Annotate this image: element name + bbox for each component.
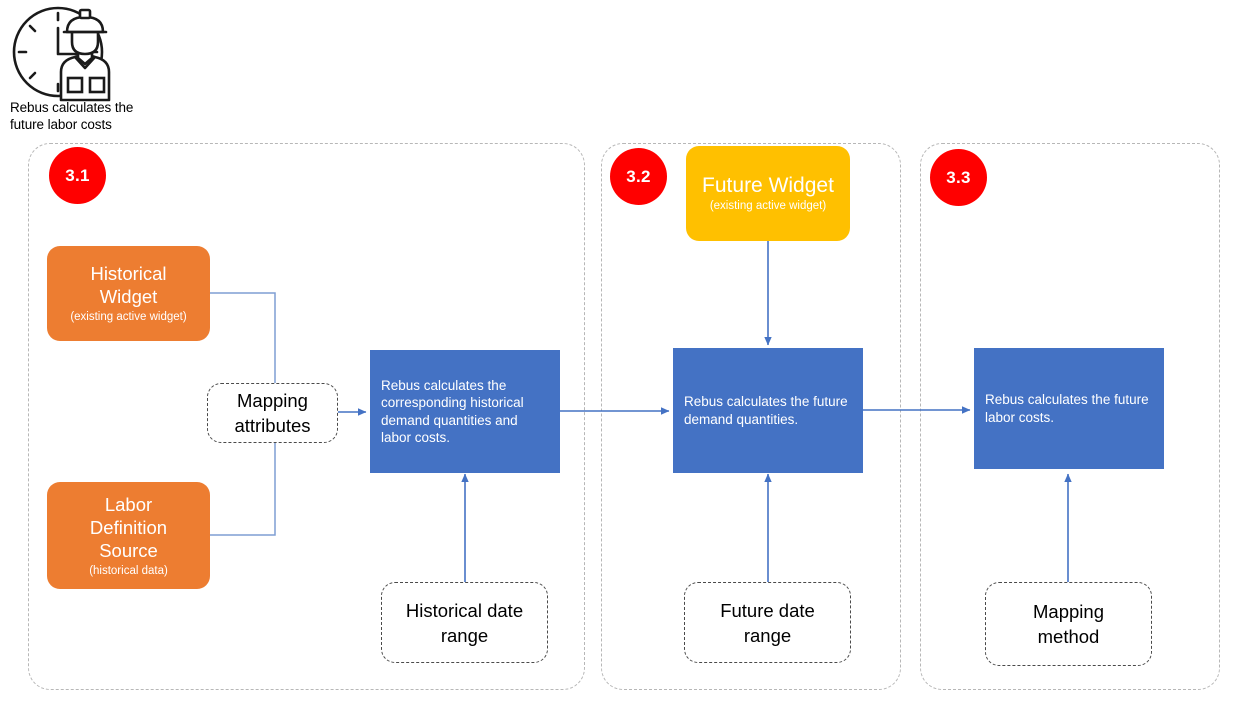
historical-widget-subtitle: (existing active widget) — [70, 311, 187, 323]
process-future-labor-text: Rebus calculates the future labor costs. — [985, 392, 1149, 425]
header-caption: Rebus calculates the future labor costs — [10, 99, 200, 133]
labor-definition-title-line2: Definition — [89, 516, 168, 538]
section-container-3-3 — [920, 143, 1220, 690]
process-historical-text: Rebus calculates the corresponding histo… — [381, 377, 524, 446]
process-future-demand-text: Rebus calculates the future demand quant… — [684, 394, 848, 427]
future-widget-title: Future Widget — [702, 173, 834, 197]
future-date-range-line1: Future date — [720, 599, 815, 621]
mapping-method-box[interactable]: Mapping method — [985, 582, 1152, 666]
process-future-labor-box[interactable]: Rebus calculates the future labor costs. — [974, 348, 1164, 469]
process-future-demand-box[interactable]: Rebus calculates the future demand quant… — [673, 348, 863, 473]
mapping-attributes-line1: Mapping — [237, 390, 308, 411]
mapping-attributes-box[interactable]: Mapping attributes — [207, 383, 338, 443]
historical-date-range-line1: Historical date — [405, 599, 524, 621]
historical-widget-title-line1: Historical — [90, 263, 167, 284]
future-widget-subtitle: (existing active widget) — [709, 199, 827, 212]
future-date-range-box[interactable]: Future date range — [684, 582, 851, 663]
section-container-3-1 — [28, 143, 585, 690]
header-caption-line1: Rebus calculates the — [10, 100, 134, 115]
future-widget-box[interactable]: Future Widget (existing active widget) — [686, 146, 850, 241]
historical-date-range-line2: range — [440, 624, 489, 646]
labor-definition-subtitle: (historical data) — [89, 564, 168, 577]
section-container-3-2 — [601, 143, 901, 690]
labor-definition-source-box[interactable]: Labor Definition Source (historical data… — [47, 482, 210, 589]
labor-definition-title-line3: Source — [99, 539, 158, 561]
header-caption-line2: future labor costs — [10, 117, 112, 132]
clock-worker-icon — [6, 4, 156, 104]
historical-date-range-box[interactable]: Historical date range — [381, 582, 548, 663]
mapping-method-line1: Mapping — [1033, 601, 1104, 622]
section-badge-3-3: 3.3 — [930, 149, 987, 206]
mapping-attributes-line2: attributes — [234, 415, 311, 436]
historical-widget-box[interactable]: Historical Widget (existing active widge… — [47, 246, 210, 341]
section-badge-3-2: 3.2 — [610, 148, 667, 205]
labor-definition-title-line1: Labor — [104, 493, 153, 515]
process-historical-box[interactable]: Rebus calculates the corresponding histo… — [370, 350, 560, 473]
mapping-method-line2: method — [1037, 626, 1100, 647]
historical-widget-title-line2: Widget — [99, 286, 158, 307]
future-date-range-line2: range — [743, 624, 792, 646]
section-badge-3-1: 3.1 — [49, 147, 106, 204]
